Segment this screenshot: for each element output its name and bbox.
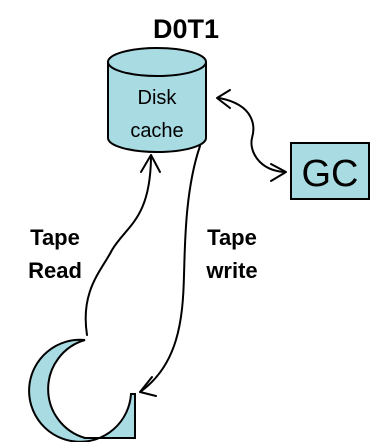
disk-cache-label-line1: Disk: [138, 87, 178, 109]
tape-read-arrowhead: [140, 154, 161, 173]
gc-box-label: GC: [302, 153, 359, 195]
tape-write-arrowhead: [139, 376, 157, 397]
tape-read-label-line2: Read: [28, 258, 82, 283]
disk-cache-cylinder: Disk cache: [107, 47, 207, 153]
tape-read-label-line1: Tape: [30, 225, 80, 250]
tape-reel-icon: [28, 338, 136, 442]
tape-write-label-line2: write: [205, 258, 257, 283]
tape-read-arrow: [84, 157, 152, 336]
gc-box-rect: [290, 142, 370, 200]
cylinder-body: [107, 62, 207, 153]
diagram-title: D0T1: [153, 14, 219, 44]
tape-write-arrow: [139, 145, 201, 393]
cylinder-top: [107, 47, 207, 77]
tape-write-label-line1: Tape: [207, 225, 257, 250]
disk-cache-label-line2: cache: [130, 120, 183, 142]
gc-link-arrowhead-gc: [270, 163, 287, 182]
gc-link-arrowhead-cache: [216, 89, 231, 109]
gc-link-arrow: [218, 97, 285, 173]
gc-box: GC: [290, 142, 370, 200]
